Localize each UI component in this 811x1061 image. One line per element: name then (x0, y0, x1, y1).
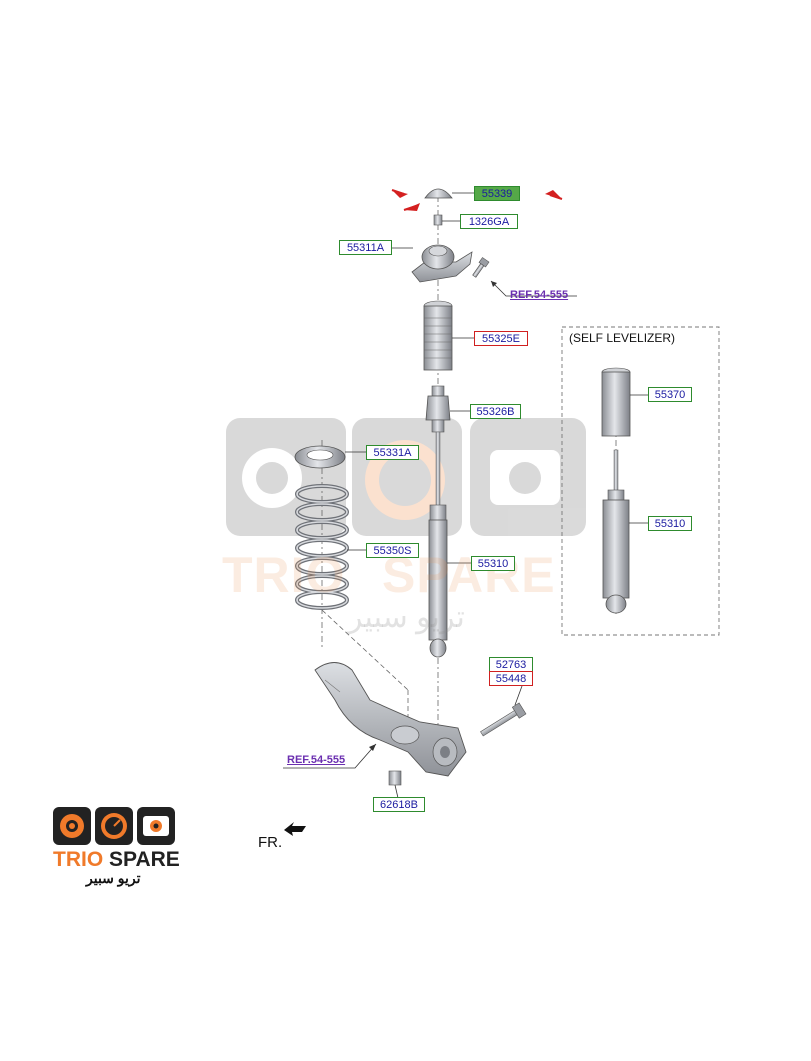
part-label-55325e[interactable]: 55325E (474, 331, 528, 346)
cap-55339 (424, 188, 453, 199)
part-label-1326ga[interactable]: 1326GA (460, 214, 518, 229)
spring-pad-55331a (294, 445, 346, 469)
highlight-arrows (391, 189, 563, 211)
logo-spare: SPARE (109, 848, 180, 871)
self-levelizer-cover-55370 (601, 367, 631, 437)
part-label-62618b[interactable]: 62618B (373, 797, 425, 812)
part-label-55310-self-levelizer[interactable]: 55310 (648, 516, 692, 531)
logo-arabic: تريو سبير (86, 870, 141, 886)
logo-trio: TRIO (53, 848, 104, 871)
part-label-55310[interactable]: 55310 (471, 556, 515, 571)
dust-cover-55325e (423, 300, 453, 371)
watermark-icons (226, 418, 586, 536)
part-label-55339[interactable]: 55339 (474, 186, 520, 201)
front-direction-label: FR. (258, 834, 283, 851)
logo-icons (53, 807, 175, 845)
self-levelizer-title: (SELF LEVELIZER) (569, 331, 676, 345)
ref-link-bottom[interactable]: REF.54-555 (287, 754, 346, 766)
ref-link-top[interactable]: REF.54-555 (510, 289, 569, 301)
top-mount-55311a (411, 244, 473, 283)
part-label-55448[interactable]: 55448 (489, 671, 533, 686)
part-label-55311a[interactable]: 55311A (339, 240, 392, 255)
watermark-arabic: تريو سبير (348, 601, 465, 634)
part-label-55350s[interactable]: 55350S (366, 543, 419, 558)
part-label-52763[interactable]: 52763 (489, 657, 533, 672)
part-label-55331a[interactable]: 55331A (366, 445, 419, 460)
part-label-55370[interactable]: 55370 (648, 387, 692, 402)
lower-control-arm (314, 662, 467, 777)
shock-absorber-55310 (428, 431, 448, 658)
self-levelizer-shock-55310 (602, 449, 630, 614)
part-label-55326b[interactable]: 55326B (470, 404, 521, 419)
bump-stopper-55326b (425, 385, 451, 433)
watermark-trio: TRIO (222, 547, 346, 603)
front-arrow-icon (284, 822, 306, 836)
